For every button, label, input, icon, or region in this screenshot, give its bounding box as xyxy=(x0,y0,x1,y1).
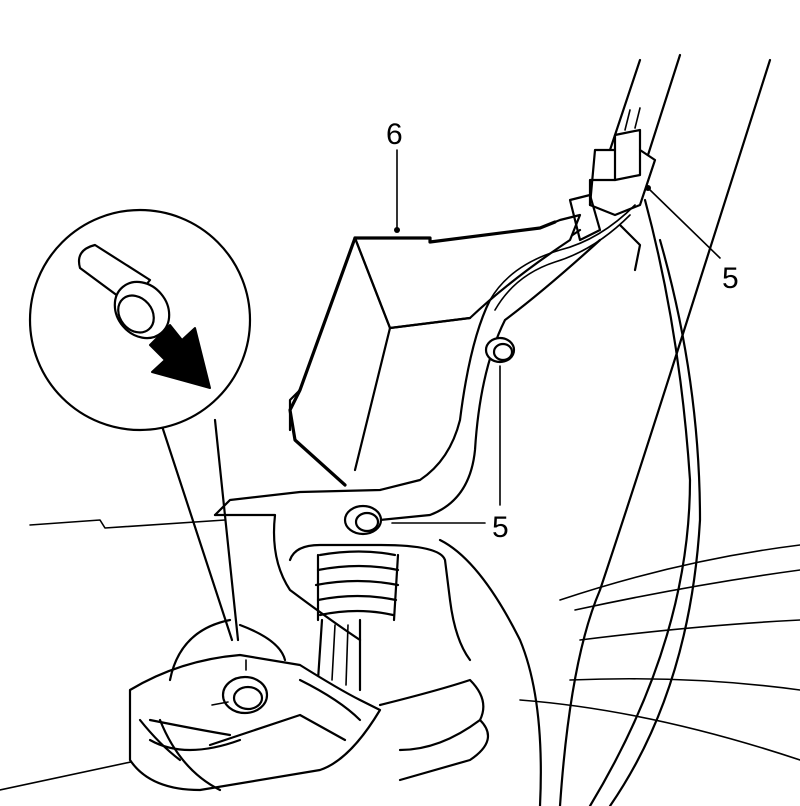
electrical-connector xyxy=(568,107,657,272)
clip-lower xyxy=(211,659,269,715)
control-housing xyxy=(288,213,582,487)
wire-harness xyxy=(489,204,636,311)
callout-lines xyxy=(394,149,721,259)
clip-upper xyxy=(484,336,516,506)
label-clip-upper: 5 xyxy=(722,262,739,295)
clip-middle xyxy=(343,504,486,536)
body-panel-lines xyxy=(0,519,800,791)
pillar-trim xyxy=(558,53,772,806)
label-clip-middle: 5 xyxy=(492,511,509,544)
spring-assembly xyxy=(314,550,400,692)
detail-inset xyxy=(28,208,252,432)
base-plate xyxy=(128,618,490,792)
inset-leader xyxy=(158,418,240,642)
label-housing: 6 xyxy=(386,118,403,151)
removal-arrow-icon xyxy=(149,324,211,389)
mounting-bracket xyxy=(213,228,602,806)
